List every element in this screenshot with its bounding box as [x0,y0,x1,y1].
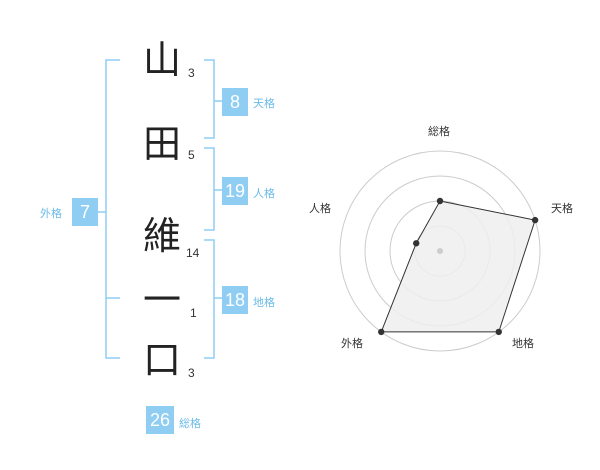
name-char-1: 山 [142,38,181,82]
stroke-count-2: 5 [188,148,195,162]
radar-point-4 [378,328,385,336]
tenkaku-label: 天格 [253,97,275,110]
soukaku-badge: 26 [146,406,174,434]
stroke-count-5: 3 [188,366,195,380]
radar-axis-label-jinkaku: 人格 [309,202,331,215]
gaikaku-label: 外格 [40,207,62,220]
jinkaku-badge: 19 [222,177,248,205]
jinkaku-label: 人格 [253,187,275,200]
chikaku-label: 地格 [253,296,275,309]
radar-axis-label-tenkaku: 天格 [551,202,573,215]
chikaku-badge: 18 [222,286,248,314]
radar-series-area [380,200,536,333]
name-char-2: 田 [142,122,181,166]
stroke-count-3: 14 [186,246,200,260]
radar-point-2 [531,216,539,224]
name-char-3: 維 [142,214,181,258]
radar-axis-label-soukaku: 総格 [428,125,450,138]
radar-axis-label-gaikaku: 外格 [341,337,363,350]
tenkaku-badge: 8 [222,88,248,116]
name-char-5: 口 [142,338,181,382]
radar-point-5 [413,240,420,247]
stroke-count-4: 1 [190,306,197,320]
gaikaku-badge: 7 [72,198,98,226]
stroke-count-1: 3 [188,66,195,80]
radar-point-3 [495,328,502,336]
radar-grid-ring [339,150,541,352]
name-char-4: 一 [142,278,181,322]
radar-center-dot [437,248,443,254]
soukaku-label: 総格 [179,417,201,430]
radar-point-1 [436,197,444,205]
radar-axis-label-chikaku: 地格 [512,337,534,350]
